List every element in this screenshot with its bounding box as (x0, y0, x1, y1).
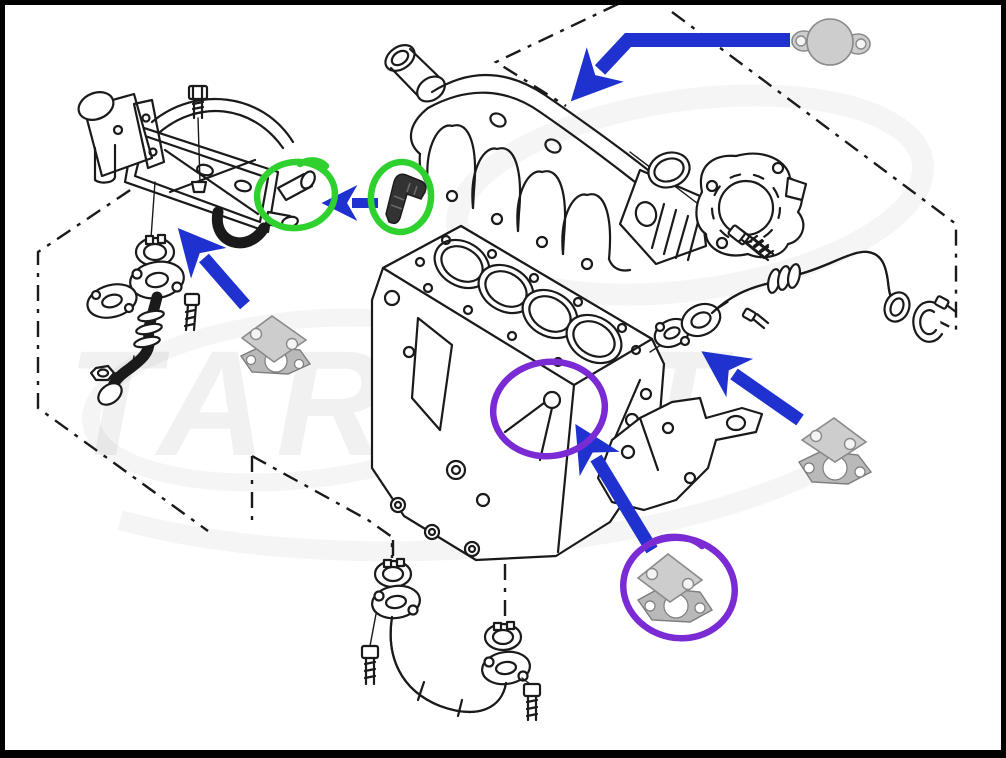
coolant-elbow-fitting (385, 173, 427, 225)
coolant-hose-stubs (264, 170, 316, 230)
arrow-to-supply-pipe-flange (701, 351, 804, 426)
coolant-pipe-clamp-1 (373, 557, 413, 589)
egr-supply-pipe (653, 224, 958, 349)
downpipe-clamp (134, 233, 176, 268)
intake-manifold (384, 44, 708, 272)
o-ring (629, 151, 715, 217)
coolant-pipe-clamp-2 (483, 620, 523, 652)
blockoff-plate-round-group (791, 18, 871, 66)
engine-block-egr-boss (503, 390, 562, 462)
annotation-circles (253, 157, 739, 642)
engine-mount-bracket (596, 396, 764, 512)
coolant-pipe-bolt-1 (360, 613, 380, 686)
egr-cooler-mounting-bolt (187, 84, 209, 194)
image-border-bottom (0, 750, 1006, 758)
supply-pipe-bolt-lower (741, 307, 770, 330)
blockoff-plate-right-group (797, 417, 873, 485)
coolant-outlet-neck (384, 44, 446, 103)
head-gasket-bores (414, 234, 642, 368)
downpipe-bolt (183, 292, 201, 332)
downpipe-nut (89, 355, 135, 382)
egr-cooler (77, 84, 316, 249)
supply-pipe-bolt-upper (727, 224, 771, 260)
arrow-to-intake-manifold (570, 33, 790, 102)
coolant-pipe-flange-1 (371, 584, 421, 620)
supply-pipe-bellows (766, 263, 802, 294)
egr-anti-shudder-valve (695, 152, 808, 262)
egr-cooler-vacuum-actuator (77, 91, 166, 184)
supply-pipe-clamp (912, 295, 958, 343)
egr-downpipe-assembly (86, 181, 201, 406)
arrow-to-downpipe-flange (177, 228, 250, 310)
blockoff-plate-egr-group (636, 552, 714, 623)
supply-pipe-flange (680, 302, 722, 338)
coolant-pipe-bolt-2 (521, 677, 542, 722)
downpipe-gasket (86, 283, 138, 319)
engine-block (370, 224, 729, 562)
blockoff-plate-left-group (239, 315, 312, 375)
circle-block-boss (489, 358, 609, 460)
arrow-to-block-boss (575, 424, 658, 554)
circle-hose-stubs (253, 158, 339, 232)
coolant-pipe-flange-2 (481, 650, 531, 686)
annotation-arrows (177, 33, 804, 554)
coolant-u-pipe-assembly (360, 557, 542, 722)
circle-elbow-fitting (367, 158, 435, 236)
